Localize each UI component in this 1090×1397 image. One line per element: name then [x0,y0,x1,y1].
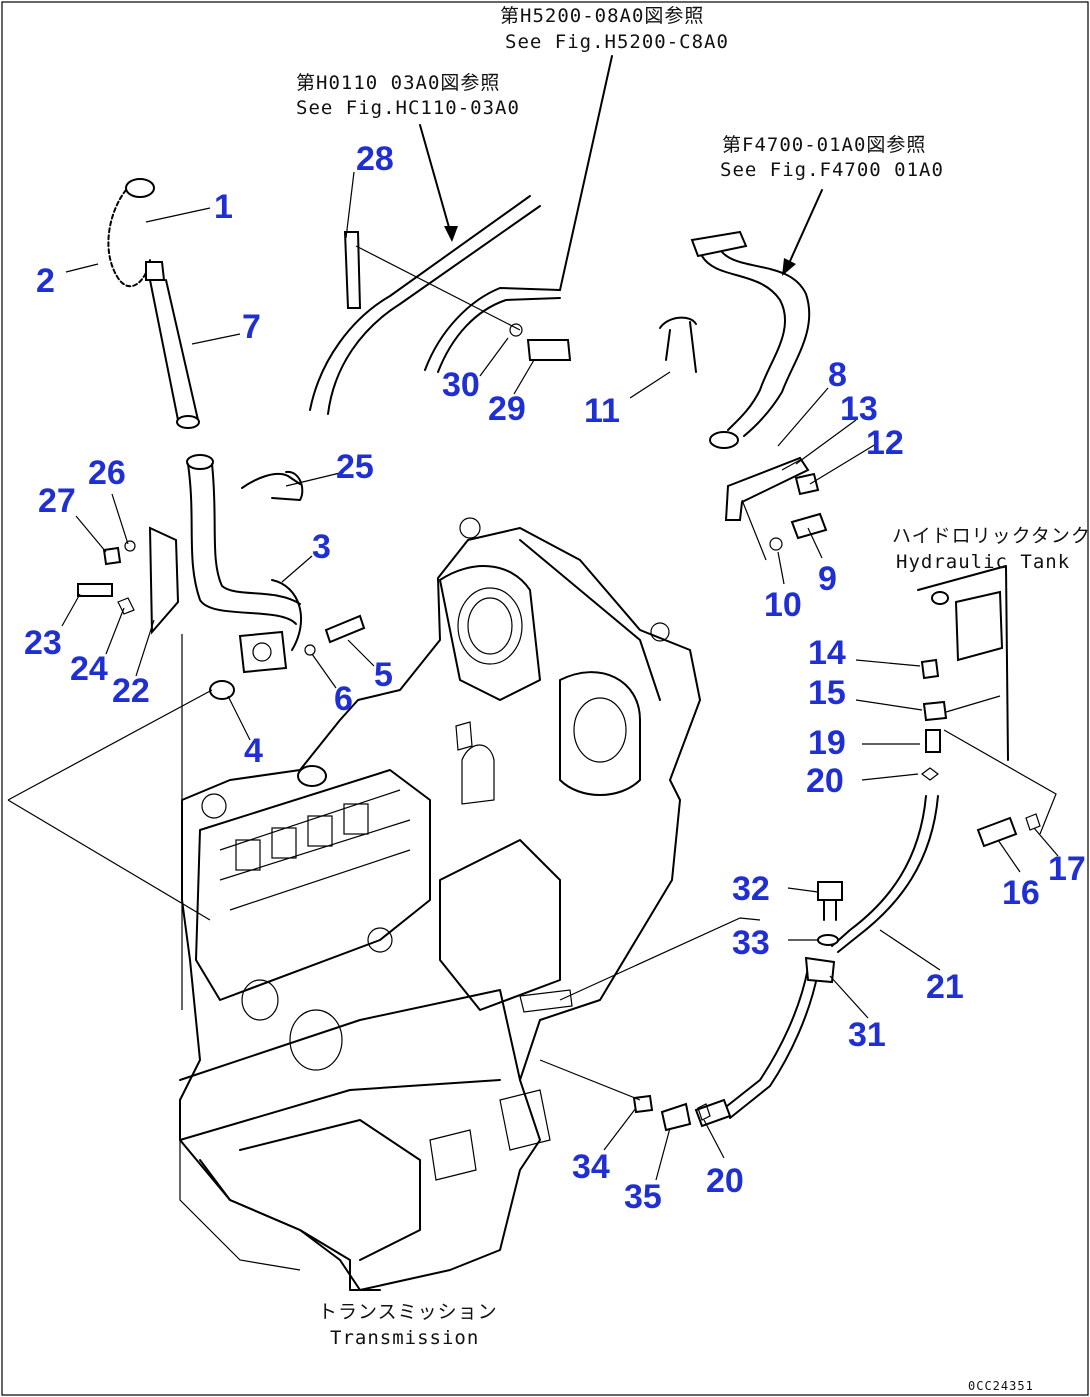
leader-lines [61,171,1059,1181]
part-number-10[interactable]: 10 [764,586,802,624]
part-number-17[interactable]: 17 [1048,850,1086,888]
drawing-code: 0CC24351 [968,1379,1034,1393]
reference-note-f4700: 第F4700-01A0図参照 See Fig.F4700 01A0 [720,134,944,181]
part-number-35[interactable]: 35 [624,1178,662,1216]
reference-arrows [419,55,823,291]
ref-h5200-jp: 第H5200-08A0図参照 [500,5,704,27]
filler-cap-and-pipe [107,178,200,429]
ref-h5200-en: See Fig.H5200-C8A0 [505,31,729,53]
ref-h0110-en: See Fig.HC110-03A0 [296,97,520,119]
part-number-24[interactable]: 24 [70,650,108,688]
hydraulic-tank-label-jp: ハイドロリックタンク [892,525,1090,547]
transmission-label-jp: トランスミッション [318,1301,498,1323]
part-numbers: 1 2 3 4 5 6 7 8 9 10 11 12 13 14 15 16 1… [24,140,1086,1216]
part-number-29[interactable]: 29 [488,390,526,428]
part-number-7[interactable]: 7 [242,308,261,346]
hose-assembly-3 [186,454,366,700]
part-number-32[interactable]: 32 [732,870,770,908]
part-number-19[interactable]: 19 [808,724,846,762]
pipe-assembly-8-11 [659,230,828,551]
part-number-30[interactable]: 30 [442,366,480,404]
hydraulic-tank-label-en: Hydraulic Tank [896,551,1070,573]
part-number-28[interactable]: 28 [356,140,394,178]
part-number-11[interactable]: 11 [584,392,620,430]
pipe-assembly-28 [309,195,572,415]
part-number-1[interactable]: 1 [214,188,233,226]
ref-f4700-en: See Fig.F4700 01A0 [720,159,944,181]
hydraulic-tank: ハイドロリックタンク Hydraulic Tank [892,525,1090,761]
part-number-20-lower[interactable]: 20 [706,1162,744,1200]
part-number-2[interactable]: 2 [36,262,55,300]
part-number-33[interactable]: 33 [732,924,770,962]
reference-note-h0110: 第H0110 03A0図参照 See Fig.HC110-03A0 [296,72,520,119]
part-number-26[interactable]: 26 [88,454,126,492]
part-number-6[interactable]: 6 [334,680,353,718]
part-number-27[interactable]: 27 [38,482,76,520]
part-number-8[interactable]: 8 [828,356,847,394]
part-number-4[interactable]: 4 [244,732,263,770]
part-number-9[interactable]: 9 [818,560,837,598]
part-number-23[interactable]: 23 [24,624,62,662]
part-number-15[interactable]: 15 [808,674,846,712]
connector-lines [7,499,767,1101]
bolt-32-washer-33 [817,881,843,946]
part-number-21[interactable]: 21 [926,968,964,1006]
transmission-label-en: Transmission [330,1327,479,1349]
part-number-14[interactable]: 14 [808,634,846,672]
part-number-31[interactable]: 31 [848,1016,886,1054]
part-number-16[interactable]: 16 [1002,874,1040,912]
bracket-22 [77,526,180,635]
ref-f4700-jp: 第F4700-01A0図参照 [722,134,926,156]
part-number-5[interactable]: 5 [374,656,393,694]
part-number-25[interactable]: 25 [336,448,374,486]
part-number-22[interactable]: 22 [112,672,150,710]
part-number-20-upper[interactable]: 20 [806,762,844,800]
part-number-13[interactable]: 13 [840,390,878,428]
part-number-34[interactable]: 34 [572,1148,610,1186]
ref-h0110-jp: 第H0110 03A0図参照 [296,72,500,94]
fittings-and-hose-21 [694,658,1057,1128]
part-number-3[interactable]: 3 [312,528,331,566]
part-number-12[interactable]: 12 [866,424,904,462]
transmission-body [179,517,701,1291]
reference-note-h5200: 第H5200-08A0図参照 See Fig.H5200-C8A0 [500,5,729,53]
transmission-label: トランスミッション Transmission [318,1301,498,1349]
